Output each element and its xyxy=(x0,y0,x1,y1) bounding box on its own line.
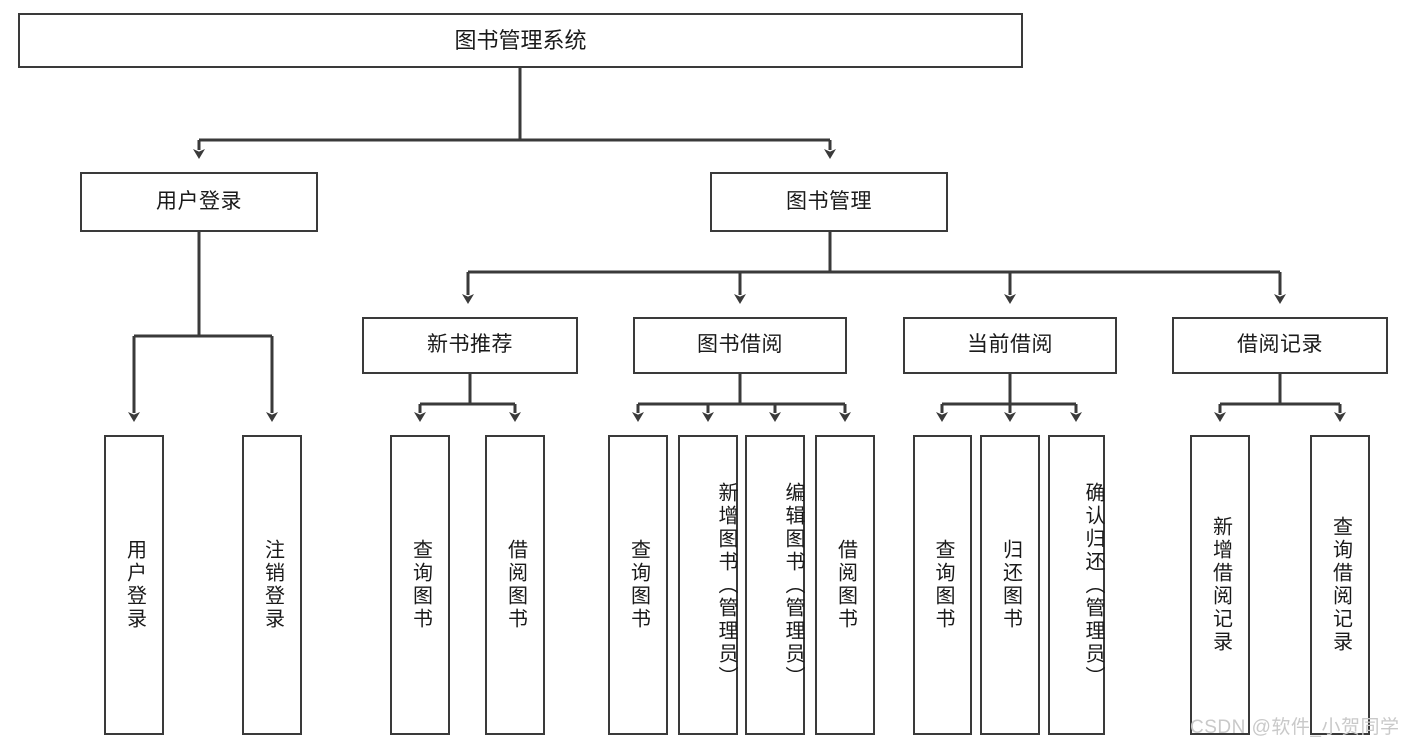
node-label: 查询图书 xyxy=(627,539,650,631)
node-root[interactable]: 图书管理系统 xyxy=(18,13,1023,68)
node-label: 查询图书 xyxy=(409,539,432,631)
node-leaf-query-book-2[interactable]: 查询图书 xyxy=(608,435,668,735)
node-label: 注销登录 xyxy=(261,539,284,631)
node-leaf-borrow-book-1[interactable]: 借阅图书 xyxy=(485,435,545,735)
node-leaf-confirm-return[interactable]: 确认归还（管理员） xyxy=(1048,435,1105,735)
node-leaf-query-record[interactable]: 查询借阅记录 xyxy=(1310,435,1370,735)
node-user-login[interactable]: 用户登录 xyxy=(80,172,318,232)
csdn-watermark: CSDN @软件_小贺同学 xyxy=(1190,717,1400,738)
node-label: 确认归还（管理员） xyxy=(1082,481,1104,689)
node-leaf-edit-book[interactable]: 编辑图书（管理员） xyxy=(745,435,805,735)
node-leaf-return-book[interactable]: 归还图书 xyxy=(980,435,1040,735)
node-label: 查询借阅记录 xyxy=(1329,516,1352,654)
node-label: 归还图书 xyxy=(999,539,1022,631)
node-leaf-query-book-1[interactable]: 查询图书 xyxy=(390,435,450,735)
node-leaf-query-book-3[interactable]: 查询图书 xyxy=(913,435,972,735)
node-current-borrow[interactable]: 当前借阅 xyxy=(903,317,1117,374)
node-label: 新增图书（管理员） xyxy=(715,481,737,689)
node-leaf-logout[interactable]: 注销登录 xyxy=(242,435,302,735)
node-borrow-record[interactable]: 借阅记录 xyxy=(1172,317,1388,374)
node-label: 查询图书 xyxy=(932,539,954,631)
node-leaf-add-record[interactable]: 新增借阅记录 xyxy=(1190,435,1250,735)
node-label: 用户登录 xyxy=(123,539,146,631)
node-book-manage[interactable]: 图书管理 xyxy=(710,172,948,232)
node-label: 借阅图书 xyxy=(834,539,857,631)
node-label: 编辑图书（管理员） xyxy=(782,481,804,689)
node-book-borrow[interactable]: 图书借阅 xyxy=(633,317,847,374)
node-leaf-borrow-book-2[interactable]: 借阅图书 xyxy=(815,435,875,735)
node-label: 新增借阅记录 xyxy=(1209,516,1232,654)
node-new-book-recommend[interactable]: 新书推荐 xyxy=(362,317,578,374)
node-leaf-user-login[interactable]: 用户登录 xyxy=(104,435,164,735)
node-leaf-add-book[interactable]: 新增图书（管理员） xyxy=(678,435,738,735)
node-label: 借阅图书 xyxy=(504,539,527,631)
